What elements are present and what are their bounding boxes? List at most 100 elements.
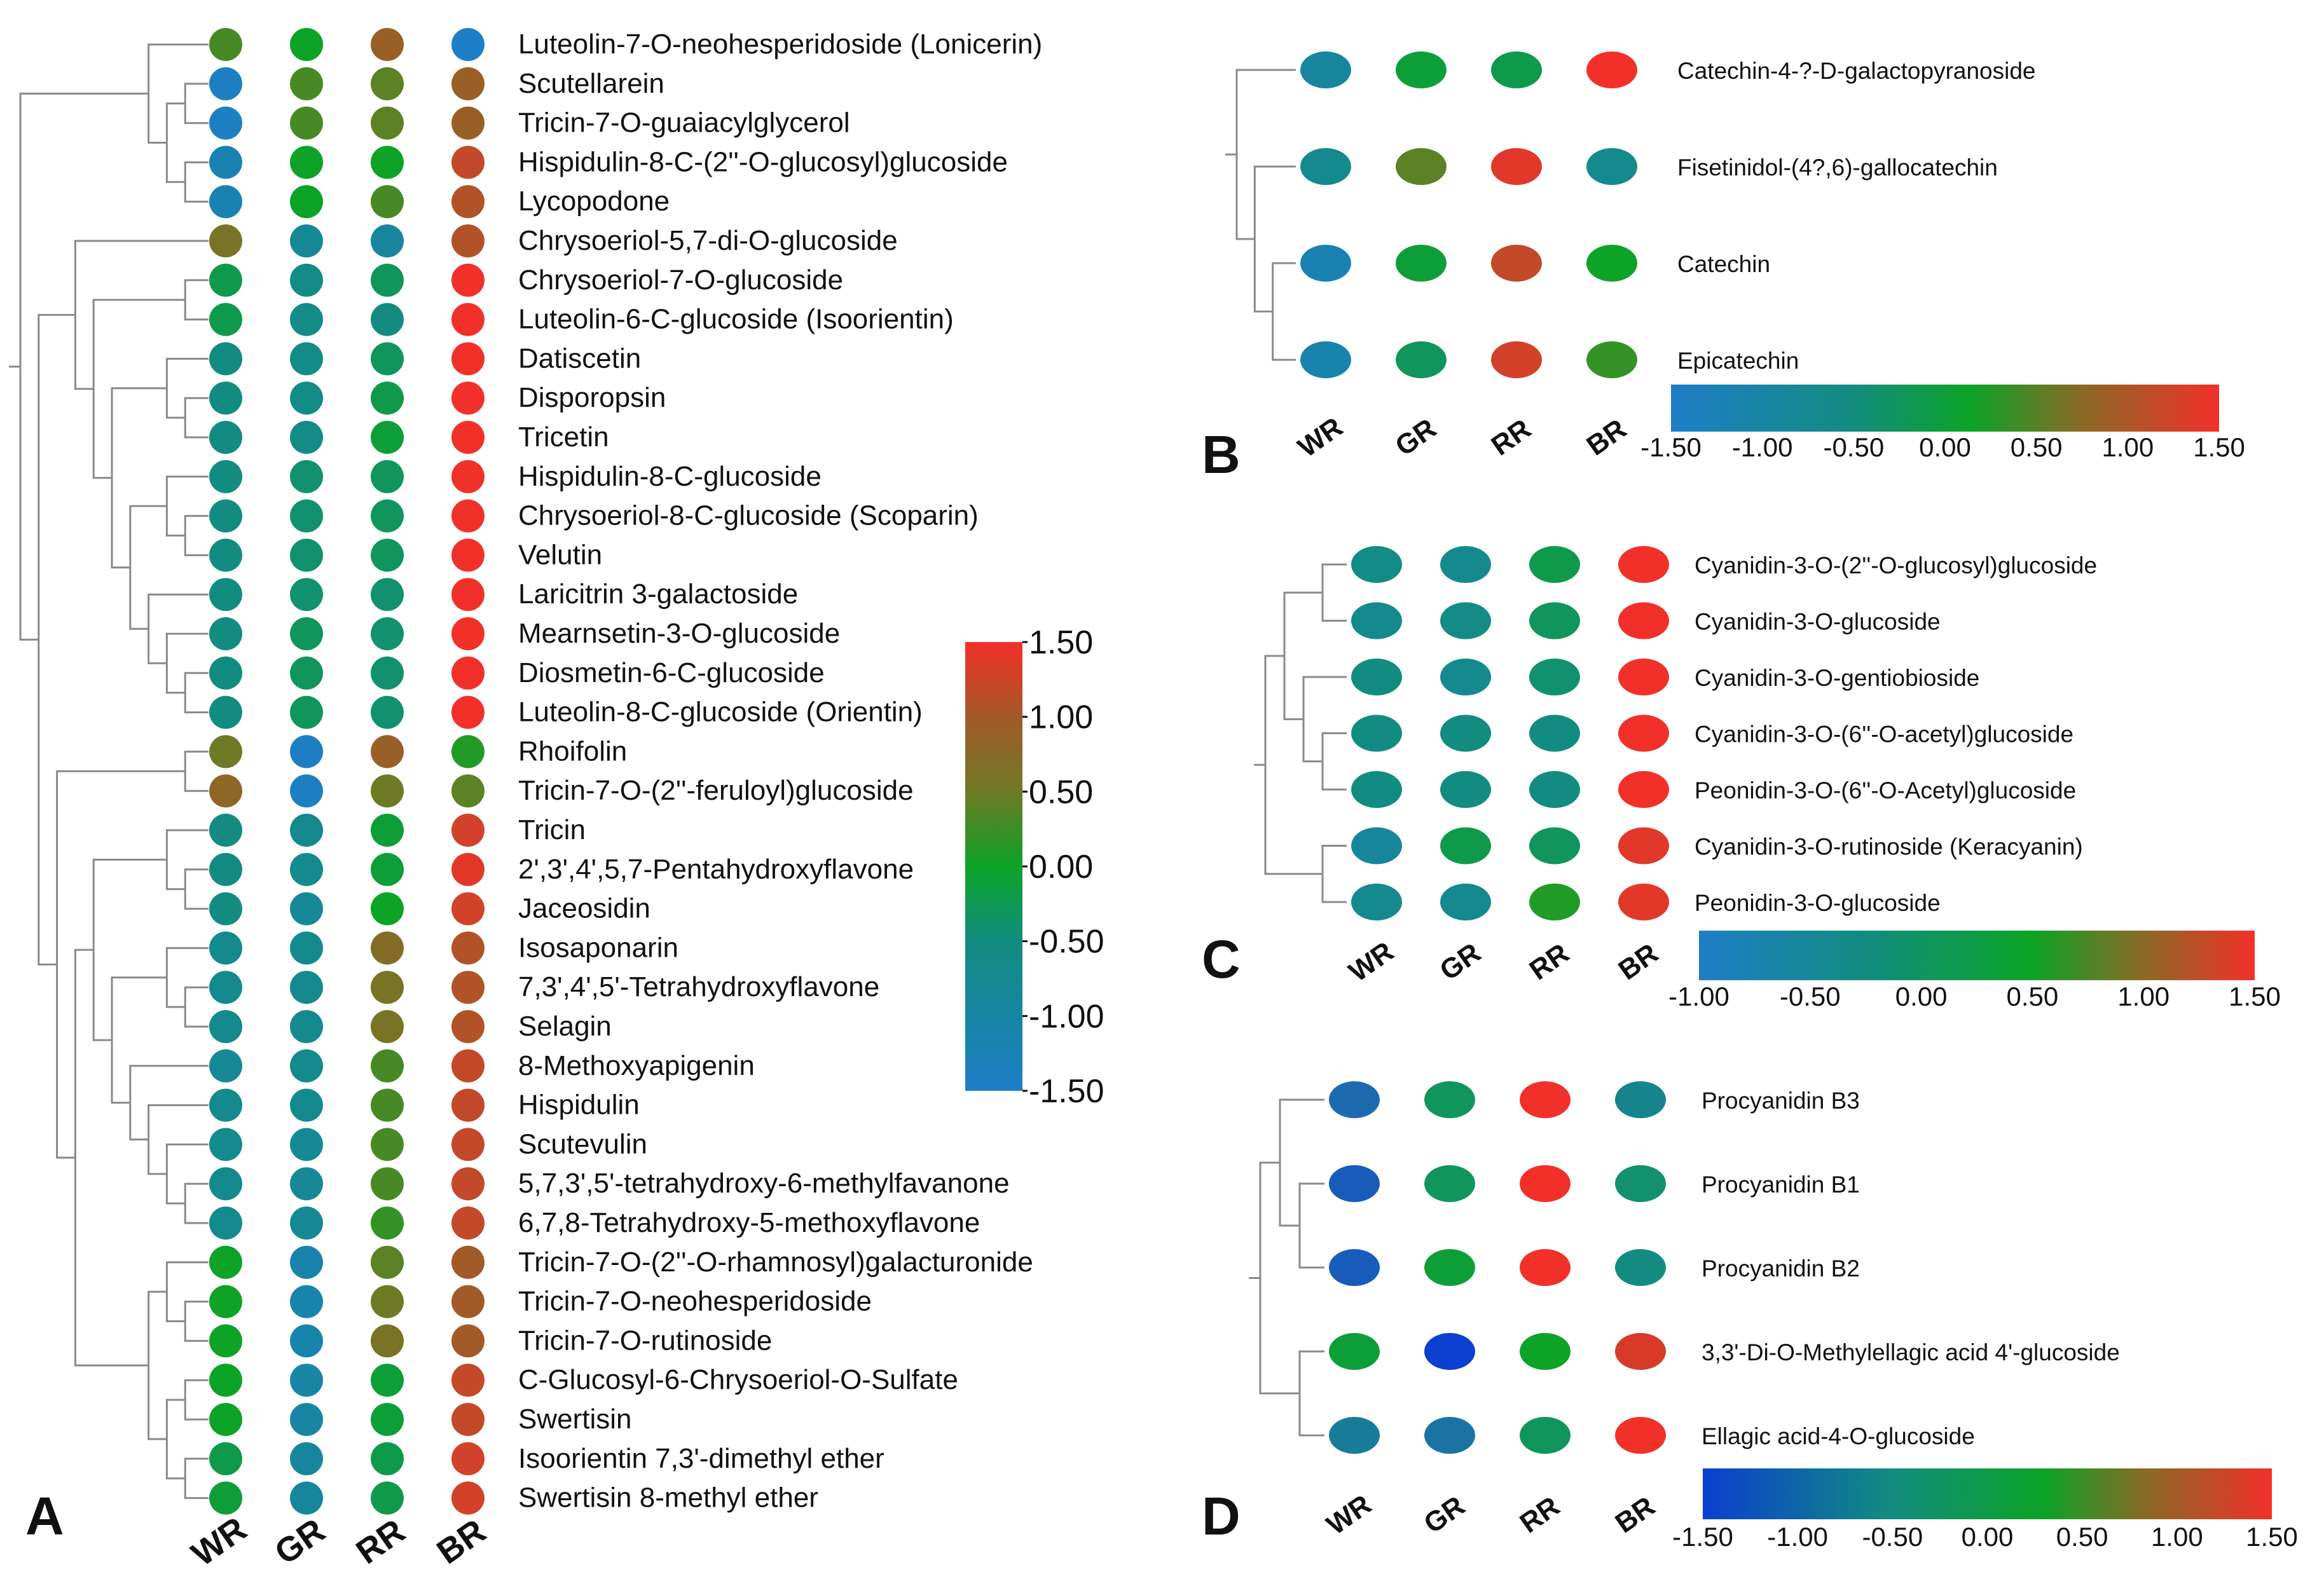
heatmap-cell [1529, 714, 1580, 752]
heatmap-cell [290, 381, 323, 415]
heatmap-cell [451, 578, 485, 612]
heatmap-cell [290, 1167, 323, 1201]
heatmap-cell [209, 578, 242, 612]
dendrogram-link [74, 240, 209, 390]
heatmap-cell [1351, 714, 1402, 752]
heatmap-cell [1440, 827, 1491, 865]
column-label: WR [185, 1510, 254, 1574]
heatmap-cell [1615, 1081, 1666, 1118]
heatmap-cell [1491, 245, 1542, 282]
row-label: Chrysoeriol-7-O-glucoside [518, 264, 843, 296]
heatmap-cell [371, 146, 404, 179]
heatmap-cell [290, 578, 323, 612]
panel-a: Luteolin-7-O-neohesperidoside (Lonicerin… [9, 28, 1104, 1574]
dendrogram-link [1321, 845, 1347, 903]
dendrogram-link [165, 1143, 209, 1205]
dendrogram-b [1225, 69, 1296, 361]
heatmap-cell [451, 1207, 485, 1240]
row-label: Isoorientin 7,3'-dimethyl ether [518, 1443, 884, 1474]
dendrogram-link [165, 632, 209, 694]
heatmap-cell [451, 1285, 485, 1318]
row-label: Hispidulin-8-C-glucoside [518, 461, 822, 492]
colorbar-tick-label: 1.00 [2101, 432, 2154, 462]
heatmap-cell [209, 1285, 242, 1318]
heatmap-cell [290, 931, 323, 965]
heatmap-cell [290, 67, 323, 100]
heatmap-cell [451, 499, 485, 533]
dendrogram-d [1249, 1098, 1324, 1437]
row-label: Luteolin-6-C-glucoside (Isoorientin) [518, 304, 954, 335]
row-label: 7,3',4',5'-Tetrahydroxyflavone [518, 971, 879, 1002]
heatmap-cell [1529, 546, 1580, 583]
column-label: GR [1390, 413, 1442, 462]
heatmap-cell [371, 1442, 404, 1475]
column-label: WR [1344, 936, 1399, 988]
heatmap-cell [451, 106, 485, 140]
dendrogram-link [1302, 676, 1347, 763]
dendrogram-link [184, 672, 209, 714]
dendrogram-link [1298, 1182, 1324, 1269]
row-label: Tricin-7-O-guaiacylglycerol [518, 107, 850, 139]
colorbar-tick-label: 0.00 [1919, 432, 1971, 462]
dendrogram-link [148, 1104, 209, 1175]
row-label: Tricin [518, 814, 586, 845]
dendrogram-link [165, 357, 209, 419]
heatmap-cell [371, 578, 404, 612]
column-label: GR [1419, 1490, 1471, 1540]
heatmap-cell [1440, 602, 1491, 639]
heatmap-cell [451, 814, 485, 847]
heatmap-cell [1396, 245, 1447, 282]
heatmap-cell [451, 1245, 485, 1279]
colorbar-tick-label: -1.00 [1767, 1522, 1828, 1552]
heatmap-cell [290, 1207, 323, 1240]
heatmap-cell [451, 460, 485, 493]
dendrogram-link [1279, 1098, 1324, 1227]
row-label: Swertisin 8-methyl ether [518, 1482, 818, 1514]
dendrogram-link [184, 1301, 209, 1342]
heatmap-cell [1300, 148, 1351, 185]
heatmap-cell [451, 342, 485, 376]
heatmap-cell [290, 892, 323, 926]
heatmap-cell [1300, 245, 1351, 282]
column-label: BR [430, 1512, 493, 1571]
dendrogram-link [165, 1398, 186, 1480]
row-label: Catechin [1677, 251, 1770, 277]
column-label: GR [268, 1511, 332, 1572]
heatmap-cell [1618, 827, 1669, 865]
row-label: Procyanidin B3 [1702, 1088, 1860, 1114]
colorbar-tick-label: -1.50 [1029, 1073, 1104, 1110]
row-label: Cyanidin-3-O-rutinoside (Keracyanin) [1695, 834, 2083, 860]
heatmap-cell [451, 1364, 485, 1397]
heatmap-cell [1615, 1249, 1666, 1286]
row-label: Fisetinidol-(4?,6)-gallocatechin [1677, 154, 1998, 181]
heatmap-cell [371, 1128, 404, 1161]
row-label: Cyanidin-3-O-(6''-O-acetyl)glucoside [1695, 721, 2073, 748]
colorbar-tick-label: 1.50 [2193, 432, 2245, 462]
heatmap-cell [209, 814, 242, 847]
heatmap-cell [209, 538, 242, 572]
dendrogram-link [1321, 732, 1347, 791]
heatmap-cell [1424, 1165, 1475, 1202]
heatmap-cell [290, 1088, 323, 1122]
row-label: C-Glucosyl-6-Chrysoeriol-O-Sulfate [518, 1364, 958, 1395]
heatmap-cell [209, 695, 242, 729]
row-label: Datiscetin [518, 343, 641, 374]
heatmap-cell [451, 774, 485, 808]
heatmap-cell [451, 1167, 485, 1201]
row-label: Procyanidin B1 [1702, 1172, 1860, 1198]
heatmap-cell [1329, 1417, 1380, 1454]
heatmap-cell [1396, 51, 1447, 88]
row-label: 3,3'-Di-O-Methylellagic acid 4'-glucosid… [1702, 1339, 2120, 1365]
heatmap-cell [1424, 1081, 1475, 1118]
heatmap-cell [451, 892, 485, 926]
colorbar-tick-label: 0.00 [1962, 1522, 2014, 1552]
heatmap-dots-d [1329, 1081, 1666, 1454]
heatmap-cell [290, 1364, 323, 1397]
heatmap-cell [290, 1403, 323, 1436]
heatmap-cell [1351, 884, 1402, 920]
heatmap-cell [451, 735, 485, 769]
heatmap-cell [451, 656, 485, 690]
heatmap-cell [290, 538, 323, 572]
